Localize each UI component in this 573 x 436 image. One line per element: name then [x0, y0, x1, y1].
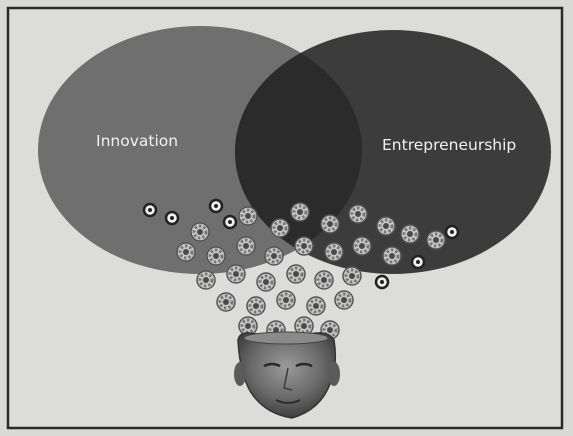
- gear-icon: [263, 245, 285, 267]
- gear-icon: [208, 198, 224, 214]
- gear-icon: [189, 221, 211, 243]
- gear-icon: [285, 263, 307, 285]
- gear-icon: [313, 269, 335, 291]
- gear-icon: [410, 254, 426, 270]
- gear-icon: [255, 271, 277, 293]
- gear-icon: [205, 245, 227, 267]
- gear-icon: [375, 215, 397, 237]
- gear-icon: [381, 245, 403, 267]
- gear-icon: [399, 223, 421, 245]
- gear-icon: [425, 229, 447, 251]
- gear-icon: [351, 235, 373, 257]
- gear-icon: [235, 235, 257, 257]
- gear-icon: [142, 202, 158, 218]
- human-head-icon: [234, 331, 340, 419]
- gear-icon: [275, 289, 297, 311]
- gear-icon: [341, 265, 363, 287]
- gear-icon: [222, 214, 238, 230]
- gear-icon: [195, 269, 217, 291]
- gear-icon: [333, 289, 355, 311]
- gear-icon: [444, 224, 460, 240]
- gear-icon: [225, 263, 247, 285]
- gear-icon: [237, 205, 259, 227]
- entrepreneurship-label: Entrepreneurship: [382, 136, 516, 154]
- gear-icon: [175, 241, 197, 263]
- gear-icon: [245, 295, 267, 317]
- gear-icon: [269, 217, 291, 239]
- gear-icon: [305, 295, 327, 317]
- gear-icon: [164, 210, 180, 226]
- gear-icon: [319, 213, 341, 235]
- overlap-region: [235, 30, 362, 274]
- gear-icon: [289, 201, 311, 223]
- innovation-label: Innovation: [96, 132, 178, 150]
- gear-icon: [347, 203, 369, 225]
- gear-icon: [293, 235, 315, 257]
- gear-icon: [215, 291, 237, 313]
- gear-icon: [374, 274, 390, 290]
- gear-icon: [323, 241, 345, 263]
